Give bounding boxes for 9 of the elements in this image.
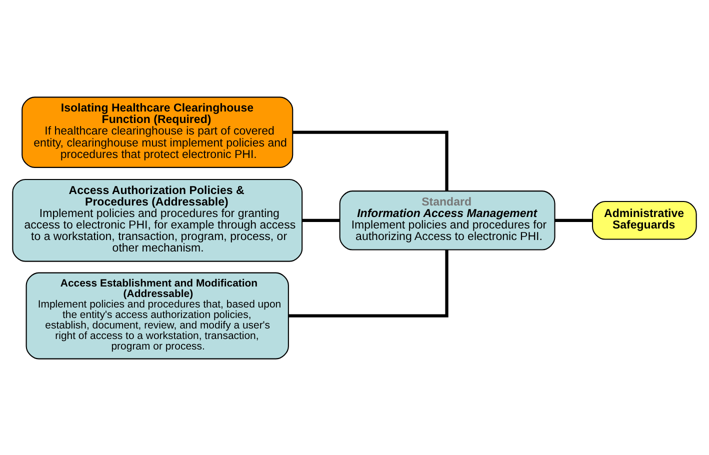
connector — [554, 218, 592, 222]
node-box: Access Authorization Policies & Procedures (Addressable) Implement policies and procedures for granting access to electronic PHI, for example through access to a workstation, transaction, program, process, or other mechanism. — [12, 178, 303, 262]
node-box: Access Establishment and Modification (Addressable) Implement policies and procedures that, based upon the entity's access authorization policies, establish, document, review, and modify a user's right of access to a workstation, transaction, program or process. — [26, 272, 289, 359]
node-box: Standard Information Access Management Implement policies and procedures for authorizing Access to electronic PHI. — [339, 190, 556, 250]
connector — [302, 218, 340, 222]
node-box: Administrative Safeguards — [592, 200, 697, 240]
connector — [292, 130, 448, 190]
connector — [288, 250, 448, 317]
node-box: Isolating Healthcare Clearinghouse Function (Required) If healthcare clearinghouse is part of covered entity, clearinghouse must implement policies and procedures that protect electronic PHI. — [22, 96, 294, 168]
